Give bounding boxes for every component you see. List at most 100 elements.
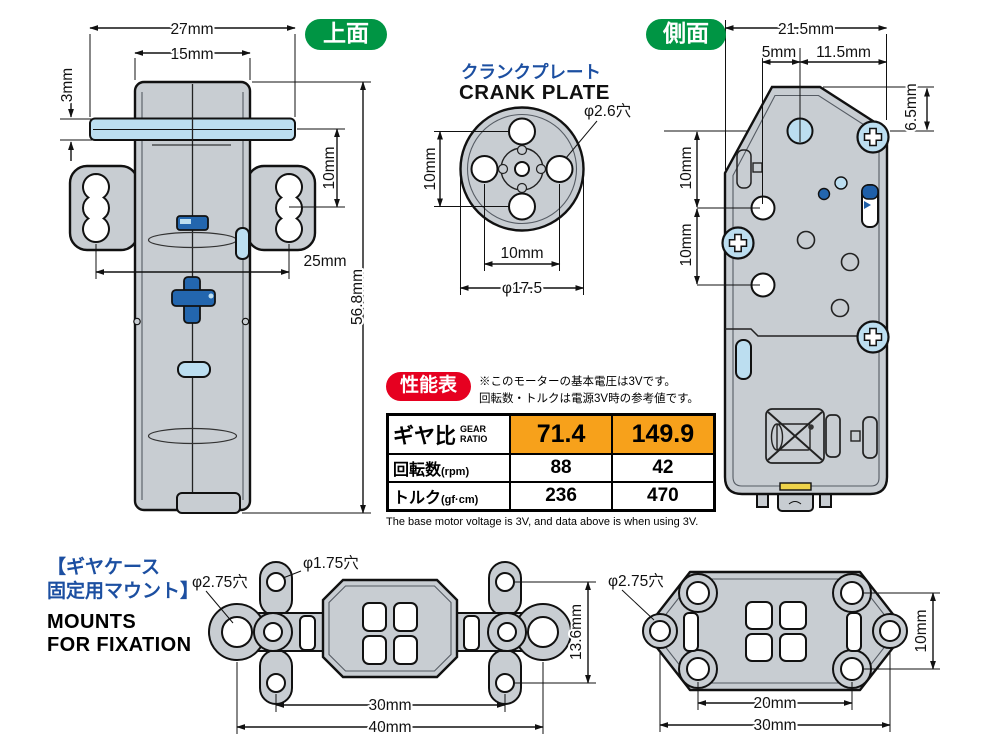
dim-label-21-5mm: 21.5mm — [778, 21, 834, 38]
dim-label-27mm: 27mm — [170, 21, 213, 38]
dim-label-crank-10mm-h: 10mm — [500, 245, 543, 262]
mount-left-callout-large-label: φ2.75穴 — [192, 573, 248, 591]
screw-right — [856, 320, 890, 354]
performance-footer: The base motor voltage is 3V, and data a… — [386, 516, 699, 529]
connector-foot-left — [756, 493, 769, 508]
side-view-badge-label: 側面 — [662, 20, 709, 46]
dim-11-5mm: 11.5mm — [799, 42, 888, 65]
rpm-value-1: 88 — [509, 453, 613, 484]
table-row-rpm: 回転数(rpm) 88 42 — [386, 453, 716, 484]
top-view-drawing: 27mm 15mm 3mm 10mm 25mm — [57, 19, 387, 514]
mounts-title-jp-2: 固定用マウント】 — [47, 580, 200, 602]
dim-21-5mm: 21.5mm — [724, 19, 888, 170]
right-ear-slot — [275, 172, 303, 244]
no-battery-symbol — [765, 408, 825, 464]
screw-left — [721, 226, 755, 260]
torque-value-2: 470 — [610, 481, 716, 512]
rpm-label: 回転数 — [393, 462, 442, 480]
mount-right-callout: φ2.75穴 — [606, 570, 666, 621]
mounts-title-block: 【ギヤケース 固定用マウント】 MOUNTS FOR FIXATION — [47, 556, 199, 657]
crank-hole-callout: φ2.6穴 — [565, 100, 633, 159]
torque-label: トルク — [393, 490, 442, 508]
switch-top — [235, 227, 250, 260]
dim-mount-right-10mm: 10mm — [864, 592, 940, 670]
dim-label-crank-diameter: φ17.5 — [502, 280, 542, 297]
side-slot-lower — [735, 339, 752, 380]
crank-hole-callout-label: φ2.6穴 — [584, 102, 631, 120]
gear-ratio-label-en: GEAR RATIO — [460, 424, 488, 444]
crank-hole-bottom — [508, 192, 536, 221]
table-row-torque: トルク(gf·cm) 236 470 — [386, 481, 716, 512]
dim-label-mount-right-10mm: 10mm — [913, 609, 930, 652]
performance-badge: 性能表 — [386, 372, 472, 401]
dim-label-mount-right-20mm: 20mm — [753, 695, 796, 712]
dim-3mm: 3mm — [57, 66, 92, 161]
mount-left-drawing: φ2.75穴 φ1.75穴 30mm 40mm 13.6mm — [190, 552, 596, 738]
table-row-gear-ratio: ギヤ比 GEAR RATIO 71.4 149.9 — [386, 413, 716, 456]
dim-label-10mm-flange: 10mm — [321, 146, 338, 189]
top-view-badge: 上面 — [305, 19, 387, 50]
dim-label-25mm: 25mm — [303, 253, 346, 270]
cross-shaft-h — [171, 289, 216, 307]
dim-10mm-flange: 10mm — [289, 128, 345, 208]
dim-side-10mm-lower: 10mm — [676, 208, 760, 286]
dim-mount-left-13-6mm: 13.6mm — [514, 581, 596, 684]
mount-left-callout-large: φ2.75穴 — [190, 571, 250, 624]
dim-label-15mm: 15mm — [170, 46, 213, 63]
crank-hole-top — [508, 117, 536, 146]
connector-stripe — [779, 482, 812, 491]
mounts-title-jp-1: 【ギヤケース — [47, 557, 161, 578]
crank-plate-title-en: CRANK PLATE — [459, 81, 610, 104]
side-view-badge: 側面 — [646, 19, 726, 50]
crank-hole-left — [470, 155, 499, 183]
dim-crank-10mm-vertical: 10mm — [420, 130, 509, 208]
mounts-title-en-2: FOR FIXATION — [47, 633, 192, 656]
light-dot — [834, 176, 848, 190]
dim-mount-left-40mm: 40mm — [236, 662, 544, 738]
crank-plate-drawing: クランクプレート CRANK PLATE 10mm 10mm — [420, 62, 633, 299]
gear-ratio-label-jp: ギヤ比 — [393, 424, 456, 448]
torque-value-1: 236 — [509, 481, 613, 512]
performance-table: ギヤ比 GEAR RATIO 71.4 149.9 回転数(rpm) 88 42 — [386, 413, 716, 513]
dim-label-mount-left-13-6mm: 13.6mm — [568, 604, 585, 660]
dim-label-mount-right-30mm: 30mm — [753, 717, 796, 734]
left-ear-slot — [82, 172, 110, 244]
blue-dot — [817, 187, 831, 201]
dim-27mm: 27mm — [89, 19, 296, 117]
mount-left-callout-small-label: φ1.75穴 — [303, 554, 359, 572]
dim-15mm: 15mm — [134, 44, 251, 80]
performance-section: 性能表 ※このモーターの基本電圧は3Vです。 回転数・トルクは電源3V時の参考値… — [386, 372, 716, 528]
dim-crank-diameter: φ17.5 — [459, 178, 585, 299]
dim-label-11-5mm: 11.5mm — [816, 44, 871, 61]
dim-56-8mm: 56.8mm — [242, 81, 371, 514]
dim-mount-left-30mm: 30mm — [275, 694, 506, 716]
gear-outline-lower — [147, 427, 238, 445]
bearing — [177, 361, 211, 378]
mount-right-callout-label: φ2.75穴 — [608, 572, 664, 590]
dim-label-side-10mm-lower: 10mm — [678, 223, 695, 266]
dim-crank-10mm-horizontal: 10mm — [483, 184, 561, 271]
dim-6-5mm: 6.5mm — [664, 81, 934, 133]
gear-ratio-value-2: 149.9 — [610, 413, 716, 456]
dim-label-3mm: 3mm — [59, 68, 76, 102]
dim-label-5mm: 5mm — [762, 44, 796, 61]
note-line-1: ※このモーターの基本電圧は3Vです。 — [479, 376, 676, 388]
dim-label-crank-10mm-v: 10mm — [422, 147, 439, 190]
dim-25mm: 25mm — [95, 244, 349, 279]
mount-left-callout-small: φ1.75穴 — [282, 552, 361, 579]
crank-hole-right — [545, 155, 574, 183]
connector-foot-right — [819, 493, 832, 508]
dim-mount-right-20mm: 20mm — [697, 682, 853, 714]
dim-side-10mm-upper: 10mm — [676, 131, 760, 209]
dim-label-mount-left-40mm: 40mm — [368, 719, 411, 736]
mount-right-drawing: φ2.75穴 10mm 20mm 30mm — [606, 570, 940, 736]
gear-ratio-value-1: 71.4 — [509, 413, 613, 456]
note-line-2: 回転数・トルクは電源3V時の参考値です。 — [479, 392, 699, 405]
dim-mount-right-30mm: 30mm — [659, 650, 891, 736]
dim-label-56-8mm: 56.8mm — [349, 269, 366, 325]
top-view-badge-label: 上面 — [323, 20, 369, 46]
crank-plate-title-jp: クランクプレート — [461, 62, 601, 82]
dim-label-mount-left-30mm: 30mm — [368, 697, 411, 714]
